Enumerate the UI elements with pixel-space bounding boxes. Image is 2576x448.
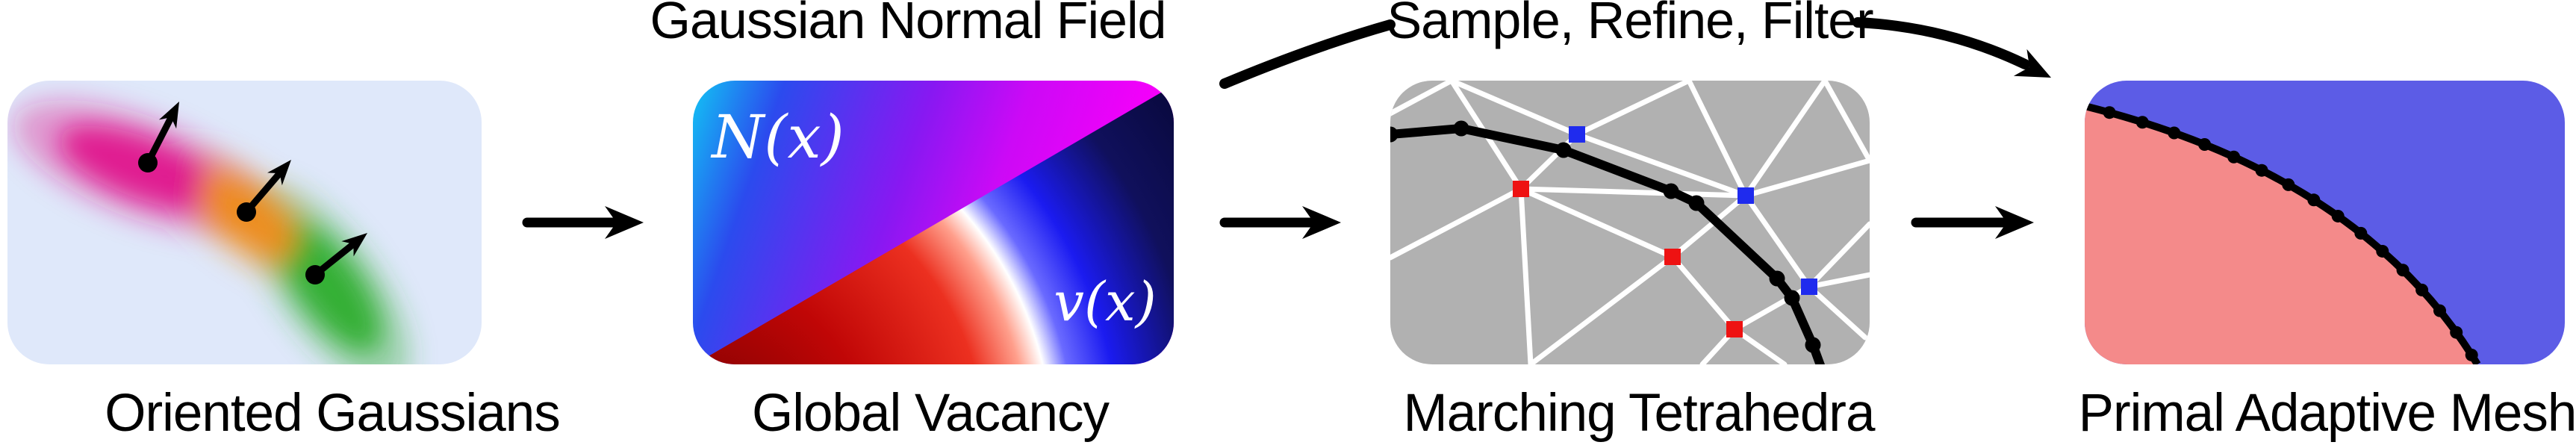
marching-tetrahedra-panel xyxy=(1390,81,1870,364)
vacancy-field-region xyxy=(694,85,1174,364)
isocurve-vertex-dot xyxy=(1663,183,1679,199)
boundary-vertex-dot xyxy=(2198,138,2212,152)
mesh-edge xyxy=(1670,254,1737,332)
boundary-vertex-dot xyxy=(2135,116,2149,129)
boundary-vertex-dot xyxy=(2282,178,2295,191)
boundary-vertex-dot xyxy=(2396,264,2409,277)
gaussian-center-dot xyxy=(138,153,158,172)
boundary-vertex-dot xyxy=(2376,244,2389,258)
boundary-vertex-dot xyxy=(2307,193,2321,207)
isocurve-vertex-dot xyxy=(1390,126,1399,143)
mesh-edge xyxy=(1743,81,1828,199)
oriented-gaussians-panel xyxy=(7,81,482,364)
normal-arrow-head xyxy=(158,102,179,129)
mesh-edge xyxy=(1670,193,1749,260)
mesh-edge xyxy=(1574,81,1692,137)
tet-vertex-square-blue xyxy=(1737,187,1754,204)
flow-arrow-head xyxy=(1995,206,2034,239)
boundary-vertex-dot xyxy=(2450,326,2463,339)
isocurve-vertex-dot xyxy=(1555,142,1572,158)
inside-region xyxy=(2085,106,2477,364)
curved-arrow-right xyxy=(1852,17,2030,69)
boundary-vertex-dot xyxy=(2331,209,2345,223)
normal-vacancy-panel xyxy=(693,81,1174,364)
flow-arrow-head xyxy=(1302,206,1341,239)
tet-vertex-square-red xyxy=(1513,181,1529,197)
isocurve-vertex-dot xyxy=(1784,290,1800,306)
gaussian-center-dot xyxy=(237,202,256,222)
curved-arrow-right-head xyxy=(2013,49,2051,78)
mesh-edge xyxy=(1518,186,1534,364)
mesh-edge xyxy=(1528,254,1676,364)
tet-vertex-square-blue xyxy=(1569,126,1585,143)
caption-primal-adaptive-mesh: Primal Adaptive Mesh xyxy=(2078,384,2576,443)
caption-global-vacancy: Global Vacancy xyxy=(751,384,1110,443)
isocurve-vertex-dot xyxy=(1769,270,1785,287)
sample-refine-filter-label: Sample, Refine, Filter xyxy=(1387,0,1873,49)
mesh-edge xyxy=(1732,326,1788,364)
primal-mesh-panel xyxy=(2085,81,2565,364)
mesh-edge xyxy=(1390,81,1455,116)
boundary-vertex-dot xyxy=(2415,283,2429,296)
boundary-vertex-dot xyxy=(2465,348,2478,361)
isocurve-vertex-dot xyxy=(1805,337,1821,353)
gaussian-normal-field-title: Gaussian Normal Field xyxy=(650,0,1167,49)
mesh-edge xyxy=(1518,186,1749,199)
mesh-edge xyxy=(1686,81,1749,199)
normal-arrow-head xyxy=(341,233,367,257)
boundary-vertex-dot xyxy=(2103,106,2116,119)
isocurve-vertex-dot xyxy=(1453,120,1469,137)
gaussian-center-dot xyxy=(305,265,325,284)
mesh-edge xyxy=(1743,158,1870,199)
boundary-vertex-dot xyxy=(2255,164,2268,177)
normal-arrow-head xyxy=(267,160,291,186)
tet-vertex-square-blue xyxy=(1801,279,1817,295)
boundary-vertex-dot xyxy=(2227,150,2241,164)
mesh-edge xyxy=(1806,284,1868,340)
flow-arrow-head xyxy=(605,206,644,239)
isocurve-vertex-dot xyxy=(1688,195,1705,211)
caption-oriented-gaussians: Oriented Gaussians xyxy=(105,384,560,443)
mesh-edge xyxy=(1449,81,1580,137)
mesh-edge xyxy=(1806,221,1870,290)
vacancy-math-label: v(x) xyxy=(1054,270,1157,333)
mesh-edge xyxy=(1390,186,1524,261)
caption-marching-tetrahedra: Marching Tetrahedra xyxy=(1403,384,1876,443)
boundary-vertex-dot xyxy=(2168,126,2181,140)
normal-field-math-label: N(x) xyxy=(712,102,844,172)
mesh-edge xyxy=(1574,131,1749,199)
boundary-vertex-dot xyxy=(2354,226,2368,240)
gaussian-blob xyxy=(276,220,382,352)
mesh-edge xyxy=(1822,81,1870,164)
curved-arrow-left xyxy=(1219,19,1396,89)
mesh-edge xyxy=(1806,272,1870,290)
boundary-vertex-dot xyxy=(2433,304,2447,317)
tet-vertex-square-red xyxy=(1664,249,1681,265)
tet-vertex-square-red xyxy=(1726,321,1743,337)
mesh-edge xyxy=(1518,186,1676,260)
mesh-edge xyxy=(1743,193,1812,290)
